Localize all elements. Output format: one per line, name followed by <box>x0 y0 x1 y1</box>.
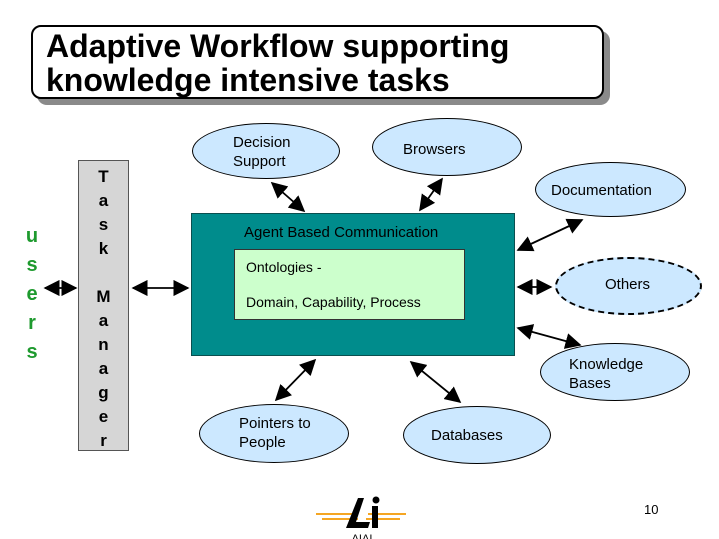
databases-label: Databases <box>431 427 503 444</box>
pointers-to-people-line-2: People <box>239 434 286 451</box>
pointers-to-people-label: Pointers to People <box>239 414 311 452</box>
users-letter: s <box>26 254 38 276</box>
users-letter: r <box>28 312 36 334</box>
ontologies-types-label: Domain, Capability, Process <box>246 294 421 310</box>
knowledge-bases-label: Knowledge Bases <box>569 355 643 393</box>
svg-text:AIAI: AIAI <box>352 533 373 539</box>
ontologies-box <box>234 249 465 320</box>
task-manager-letter: g <box>98 383 109 402</box>
others-node <box>555 257 702 315</box>
documentation-label: Documentation <box>551 182 652 199</box>
task-manager-letter: a <box>98 191 109 210</box>
slide-title-line-2: knowledge intensive tasks <box>46 62 450 98</box>
task-manager-letter: r <box>100 431 107 450</box>
knowledge-bases-node <box>540 343 690 401</box>
task-manager-letter: a <box>98 311 109 330</box>
slide-title-line-1: Adaptive Workflow supporting <box>46 28 510 64</box>
arrow-browsers <box>419 177 443 212</box>
arrow-databases <box>409 360 462 404</box>
ontologies-label: Ontologies - <box>246 259 322 275</box>
decision-support-node <box>192 123 340 179</box>
documentation-node <box>535 162 686 217</box>
task-manager-letter: T <box>98 167 109 186</box>
browsers-label: Browsers <box>403 141 466 158</box>
decision-support-line-1: Decision <box>233 134 291 151</box>
users-label: u s e r s <box>22 222 42 367</box>
pointers-to-people-line-1: Pointers to <box>239 415 311 432</box>
databases-node <box>403 406 551 464</box>
title-box: Adaptive Workflow supporting knowledge i… <box>31 25 604 99</box>
task-manager-letter: k <box>98 239 109 258</box>
task-manager-letter: M <box>96 287 111 306</box>
agent-communication-label: Agent Based Communication <box>244 224 439 241</box>
arrow-decision-support <box>270 181 306 213</box>
knowledge-bases-line-2: Bases <box>569 375 611 392</box>
users-letter: u <box>25 225 39 247</box>
task-manager-letter: s <box>98 215 109 234</box>
knowledge-bases-line-1: Knowledge <box>569 356 644 373</box>
browsers-node <box>372 118 522 176</box>
arrow-knowledge-bases <box>516 324 582 349</box>
arrow-documentation <box>516 218 584 252</box>
task-manager-letter: n <box>98 335 109 354</box>
task-manager-letter: a <box>98 359 109 378</box>
decision-support-label: Decision Support <box>233 133 291 171</box>
task-manager-letter: e <box>98 407 109 426</box>
decision-support-line-2: Support <box>233 153 286 170</box>
pointers-to-people-node <box>199 404 349 463</box>
page-number: 10 <box>644 502 659 517</box>
users-letter: s <box>26 341 38 363</box>
aiai-logo: AIAI <box>316 496 406 539</box>
users-letter: e <box>26 283 38 305</box>
others-label: Others <box>605 276 651 293</box>
arrow-pointers-to-people <box>274 358 317 402</box>
task-manager-box: T a s k M a n a g e r <box>78 160 129 451</box>
